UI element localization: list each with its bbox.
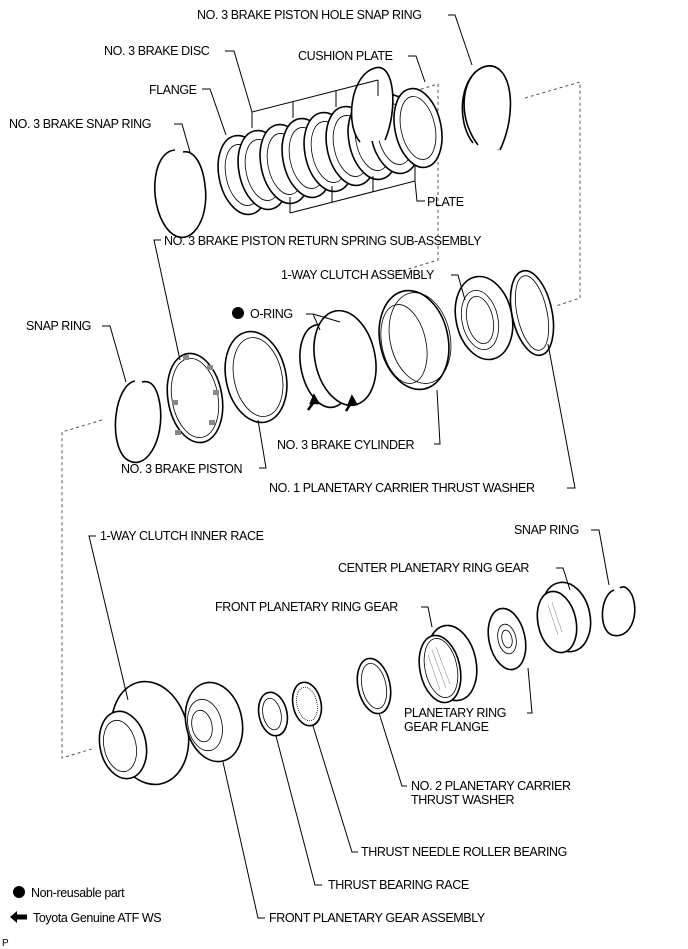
brake-disc-stack: [217, 87, 443, 216]
label-flange: FLANGE: [149, 83, 197, 97]
leader-lines-bottom: [88, 529, 610, 919]
label-return-spring-sub-assembly: NO. 3 BRAKE PISTON RETURN SPRING SUB-ASS…: [164, 234, 482, 248]
label-no3-brake-disc: NO. 3 BRAKE DISC: [104, 44, 210, 58]
label-no3-brake-cylinder: NO. 3 BRAKE CYLINDER: [277, 438, 415, 452]
label-cushion-plate: CUSHION PLATE: [298, 49, 393, 63]
label-no2-planetary-carrier-thrust-washer-line2: THRUST WASHER: [411, 793, 515, 807]
non-reusable-dot-icon: [232, 307, 244, 319]
no3-brake-piston-part: [224, 330, 288, 424]
legend-non-reusable-label: Non-reusable part: [31, 886, 125, 900]
part-labels: NO. 3 BRAKE PISTON HOLE SNAP RING NO. 3 …: [9, 8, 579, 925]
planetary-ring-gear-flange-part: [487, 607, 527, 671]
front-planetary-gear-assembly-part: [184, 681, 244, 763]
label-planetary-ring-gear-flange-line2: GEAR FLANGE: [404, 720, 489, 734]
leader-lines-middle: [102, 239, 576, 489]
label-no3-brake-piston: NO. 3 BRAKE PISTON: [121, 462, 242, 476]
label-snap-ring-middle: SNAP RING: [26, 319, 91, 333]
label-no2-planetary-carrier-thrust-washer-line1: NO. 2 PLANETARY CARRIER: [411, 779, 571, 793]
return-spring-sub-assembly-part: [166, 352, 224, 444]
label-no1-planetary-carrier-thrust-washer: NO. 1 PLANETARY CARRIER THRUST WASHER: [269, 481, 535, 495]
no1-thrust-washer-part: [509, 269, 555, 357]
snap-ring-bottom-part: [601, 586, 636, 637]
brake-disc-bracket: [251, 79, 416, 214]
no3-brake-cylinder-part: [378, 289, 452, 391]
label-front-planetary-gear-assembly: FRONT PLANETARY GEAR ASSEMBLY: [269, 911, 486, 925]
label-o-ring: O-RING: [250, 307, 293, 321]
one-way-clutch-inner-race-part: [98, 680, 190, 786]
label-thrust-bearing-race: THRUST BEARING RACE: [328, 878, 469, 892]
thrust-needle-roller-bearing-part: [291, 681, 323, 727]
atf-arrows-o-ring: [306, 393, 359, 412]
label-one-way-clutch-inner-race: 1-WAY CLUTCH INNER RACE: [100, 529, 264, 543]
center-planetary-ring-gear-part: [536, 581, 592, 654]
no3-brake-piston-hole-snap-ring-part: [350, 65, 512, 151]
snap-ring-middle-part: [114, 380, 162, 464]
legend: Non-reusable part Toyota Genuine ATF WS …: [2, 886, 162, 949]
label-plate: PLATE: [427, 195, 464, 209]
arrow-left-icon: [10, 911, 27, 923]
label-no3-brake-piston-hole-snap-ring: NO. 3 BRAKE PISTON HOLE SNAP RING: [197, 8, 422, 22]
thrust-bearing-race-part: [257, 691, 289, 737]
one-way-clutch-assembly-part: [454, 275, 514, 361]
label-snap-ring-bottom: SNAP RING: [514, 523, 579, 537]
leader-lines-top: [174, 14, 473, 202]
label-front-planetary-ring-gear: FRONT PLANETARY RING GEAR: [215, 600, 398, 614]
front-planetary-ring-gear-part: [418, 624, 478, 704]
label-no3-brake-snap-ring: NO. 3 BRAKE SNAP RING: [9, 117, 151, 131]
no3-brake-snap-ring-part: [153, 149, 207, 239]
o-ring-parts: [299, 309, 377, 409]
label-thrust-needle-roller-bearing: THRUST NEEDLE ROLLER BEARING: [361, 845, 567, 859]
filled-circle-icon: [13, 886, 25, 898]
label-one-way-clutch-assembly: 1-WAY CLUTCH ASSEMBLY: [281, 268, 435, 282]
corner-mark: P: [2, 938, 9, 949]
legend-atf-label: Toyota Genuine ATF WS: [33, 911, 161, 925]
label-center-planetary-ring-gear: CENTER PLANETARY RING GEAR: [338, 561, 529, 575]
label-planetary-ring-gear-flange-line1: PLANETARY RING: [404, 706, 506, 720]
no2-thrust-washer-part: [356, 657, 392, 715]
